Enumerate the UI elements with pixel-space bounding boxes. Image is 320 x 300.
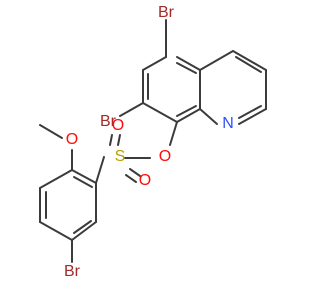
bond bbox=[71, 221, 97, 241]
atom-oxygen: O bbox=[159, 148, 171, 165]
benzene-bonds bbox=[39, 124, 97, 263]
bond bbox=[95, 156, 105, 184]
bond bbox=[199, 108, 218, 125]
bond bbox=[73, 176, 93, 188]
molecule-canvas: Br Br N O S O O O Br bbox=[39, 4, 267, 281]
bond bbox=[142, 56, 167, 71]
bond bbox=[176, 56, 201, 71]
atom-labels: Br Br N O S O O O Br bbox=[64, 4, 234, 280]
atom-nitrogen: N bbox=[222, 115, 234, 132]
bond bbox=[238, 108, 267, 125]
bond bbox=[238, 105, 262, 119]
atom-sulfur: S bbox=[115, 148, 126, 165]
bond bbox=[39, 124, 63, 139]
atom-oxygen: O bbox=[66, 131, 78, 148]
atom-bromine: Br bbox=[100, 113, 117, 130]
bond bbox=[176, 108, 201, 123]
bond bbox=[39, 221, 73, 241]
bond bbox=[125, 174, 137, 183]
bond bbox=[199, 50, 234, 71]
bond bbox=[71, 169, 97, 184]
sulfonate-bonds bbox=[95, 134, 151, 184]
bond bbox=[176, 62, 197, 74]
bond bbox=[235, 56, 262, 73]
bond bbox=[109, 134, 113, 146]
structure-diagram: Br Br N O S O O O Br bbox=[39, 4, 267, 280]
bond bbox=[129, 168, 141, 177]
atom-oxygen: O bbox=[139, 172, 151, 189]
atom-bromine: Br bbox=[158, 4, 175, 21]
bond bbox=[117, 134, 121, 146]
bond bbox=[142, 102, 178, 123]
atom-bromine: Br bbox=[64, 263, 81, 280]
quinoline-bonds bbox=[119, 19, 267, 146]
bond bbox=[39, 169, 73, 189]
atom-oxygen: O bbox=[112, 117, 124, 134]
bond bbox=[176, 105, 197, 117]
bond bbox=[232, 50, 267, 71]
bond bbox=[73, 220, 92, 234]
bond bbox=[119, 102, 144, 117]
bond bbox=[169, 121, 178, 146]
